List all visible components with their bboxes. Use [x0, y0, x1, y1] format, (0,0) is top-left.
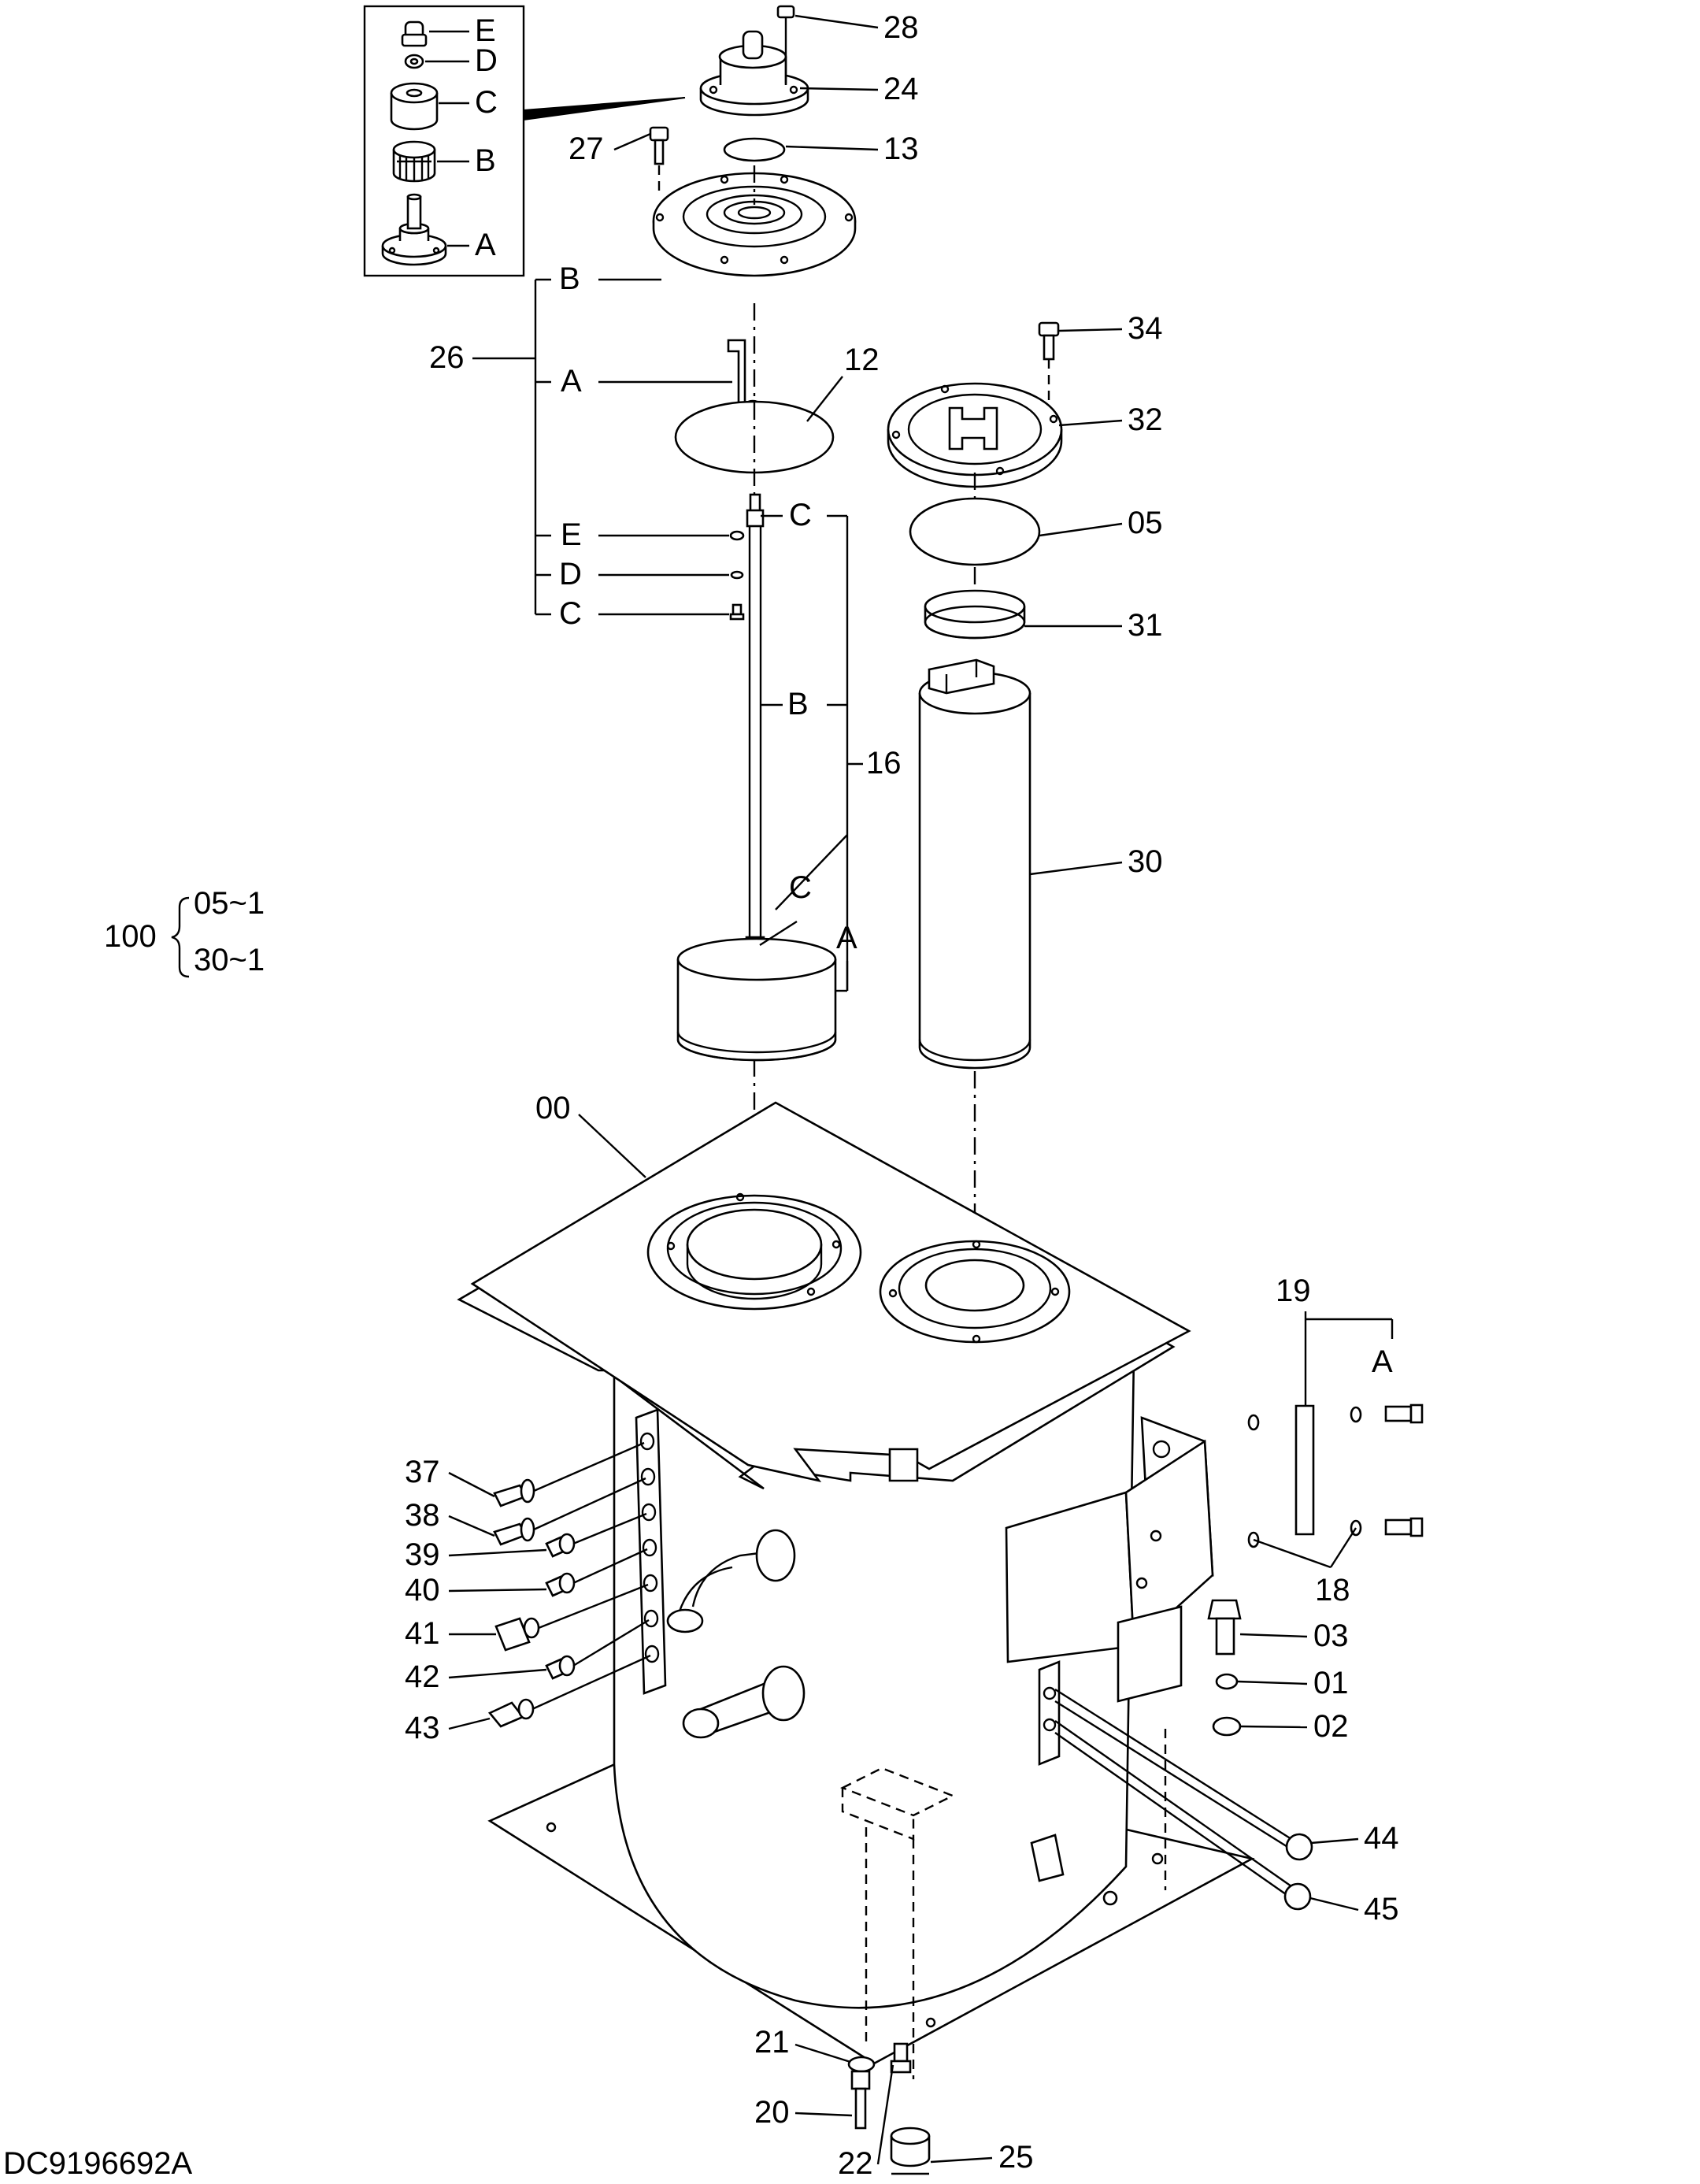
- washer-26e: [729, 530, 745, 541]
- hydraulic-tank-00: [457, 1101, 1255, 2079]
- label-40: 40: [405, 1573, 440, 1607]
- label-25: 25: [998, 2140, 1034, 2175]
- drawing-id: DC9196692A: [3, 2146, 192, 2181]
- washer-02: [1212, 1716, 1242, 1737]
- label-kit-100-line2: 30~1: [194, 943, 265, 977]
- part-labels: 28 24 13 27 B 26 A 12 E D C C B 16 C A 3…: [3, 10, 1399, 2181]
- o-ring-05: [909, 497, 1041, 566]
- bolts-19a: [1247, 1403, 1424, 1548]
- bolt-27: [649, 126, 669, 197]
- label-03: 03: [1313, 1619, 1349, 1653]
- label-00: 00: [535, 1091, 571, 1125]
- label-16: 16: [866, 746, 902, 781]
- rods-44-45: [1054, 1688, 1313, 1911]
- label-20: 20: [754, 2095, 790, 2130]
- label-16-b: B: [787, 687, 809, 721]
- plug-25: [890, 2127, 931, 2175]
- label-18: 18: [1315, 1573, 1350, 1607]
- label-28: 28: [883, 10, 919, 45]
- label-16-c-top: C: [789, 498, 812, 532]
- label-32: 32: [1128, 402, 1163, 437]
- nut-26d: [730, 570, 744, 580]
- label-22: 22: [838, 2146, 873, 2181]
- packing-13: [723, 137, 786, 162]
- label-19-a: A: [1372, 1344, 1393, 1379]
- breather-cap-24: [699, 30, 809, 117]
- label-19: 19: [1276, 1274, 1311, 1308]
- bolt-03: [1207, 1599, 1242, 1656]
- cover-plate-26b: [652, 172, 857, 277]
- label-45: 45: [1364, 1892, 1399, 1926]
- inset-label-a: A: [475, 228, 496, 262]
- label-26-d: D: [559, 557, 582, 591]
- label-21: 21: [754, 2025, 790, 2060]
- inset-label-c: C: [475, 85, 498, 120]
- filter-element-30: [918, 658, 1031, 1070]
- inset-part-b-icon: [392, 140, 436, 183]
- label-41: 41: [405, 1616, 440, 1651]
- bar-19: [1294, 1404, 1315, 1536]
- label-16-a: A: [836, 921, 857, 955]
- label-44: 44: [1364, 1821, 1399, 1856]
- inset-part-d-icon: [404, 54, 424, 69]
- inset-label-b: B: [475, 143, 496, 178]
- inset-part-e-icon: [401, 20, 428, 47]
- label-kit-100-line1: 05~1: [194, 886, 265, 921]
- label-34: 34: [1128, 311, 1163, 346]
- label-16-c-low: C: [789, 870, 812, 905]
- inset-pointer: [523, 97, 686, 121]
- inset-part-c-icon: [390, 82, 439, 131]
- washer-21: [847, 2056, 876, 2073]
- label-05: 05: [1128, 506, 1163, 540]
- label-02: 02: [1313, 1709, 1349, 1744]
- spring-31: [924, 589, 1026, 640]
- label-01: 01: [1313, 1666, 1349, 1700]
- label-13: 13: [883, 132, 919, 166]
- inset-label-d: D: [475, 43, 498, 78]
- bracket-assembly: [1005, 1416, 1214, 1766]
- label-26-b: B: [559, 261, 580, 296]
- leader-lines: [171, 14, 1394, 2165]
- filter-cover-32: [887, 382, 1063, 488]
- label-24: 24: [883, 72, 919, 106]
- inset-part-a-icon: [381, 193, 447, 266]
- bolt-28: [776, 5, 795, 83]
- label-12: 12: [844, 343, 880, 377]
- label-26-a: A: [561, 364, 582, 399]
- label-30: 30: [1128, 844, 1163, 879]
- label-37: 37: [405, 1455, 440, 1489]
- plug-20: [850, 2070, 871, 2130]
- label-27: 27: [569, 132, 604, 166]
- label-42: 42: [405, 1659, 440, 1694]
- fitting-22: [890, 2042, 912, 2074]
- inset-box: E D C B A: [363, 5, 525, 277]
- suction-strainer-16: [676, 493, 837, 1062]
- washer-01: [1215, 1673, 1239, 1690]
- label-39: 39: [405, 1537, 440, 1572]
- fittings-37-43: [487, 1478, 576, 1728]
- label-kit-100: 100: [104, 919, 157, 954]
- label-26-c: C: [559, 596, 582, 631]
- inset-label-e: E: [475, 13, 496, 48]
- screw-26c: [729, 603, 745, 621]
- bolt-34: [1038, 321, 1060, 402]
- label-38: 38: [405, 1498, 440, 1533]
- label-43: 43: [405, 1711, 440, 1745]
- label-31: 31: [1128, 608, 1163, 643]
- label-26: 26: [429, 340, 465, 375]
- label-26-e: E: [561, 517, 582, 552]
